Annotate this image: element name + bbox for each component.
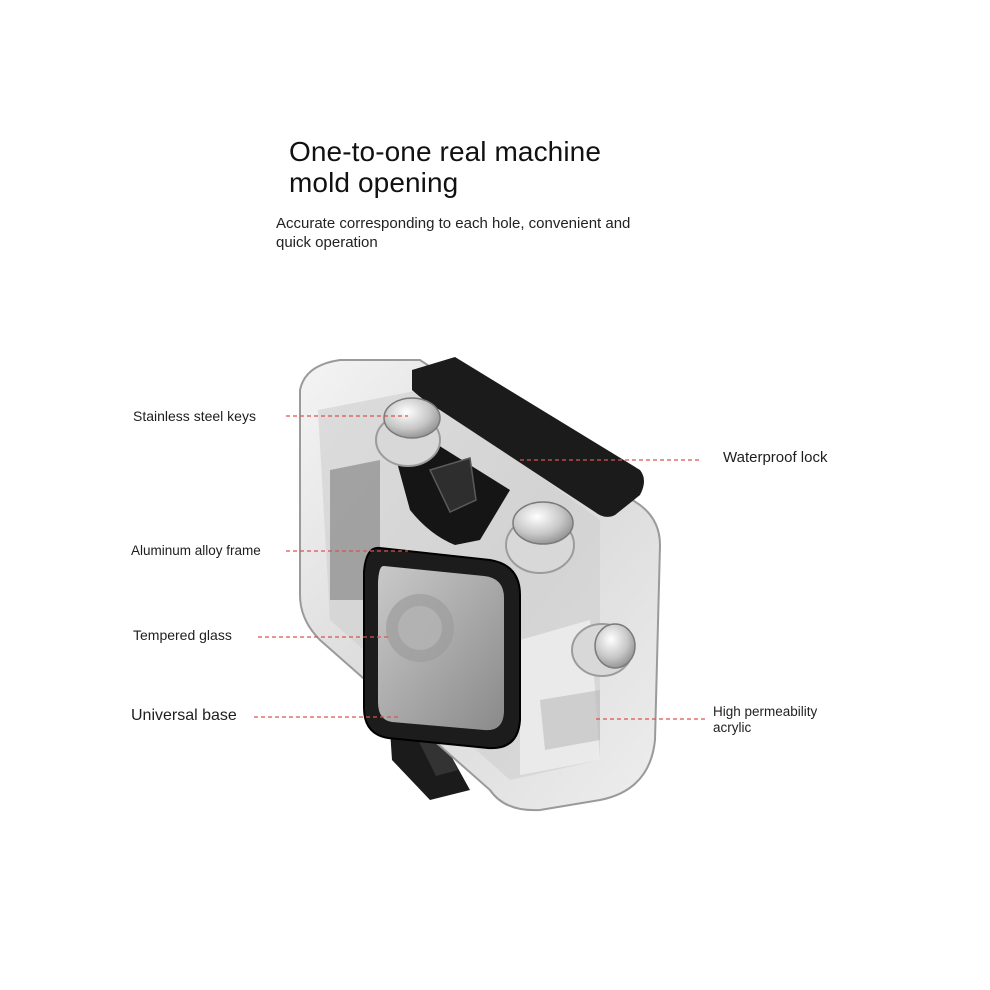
stainless-steel-keys (375, 397, 636, 677)
callout-high-permeability-acrylic: High permeability acrylic (713, 704, 843, 736)
headline: One-to-one real machine mold opening (289, 136, 709, 198)
headline-line-1: One-to-one real machine (289, 136, 602, 167)
callout-acrylic-line-1: High permeability (713, 704, 818, 719)
waterproof-lock (395, 357, 644, 545)
callout-stainless-steel-keys: Stainless steel keys (133, 408, 256, 424)
callout-universal-base: Universal base (131, 707, 237, 724)
callout-waterproof-lock: Waterproof lock (723, 449, 828, 466)
headline-line-2: mold opening (289, 167, 459, 198)
subtext-line-2: quick operation (276, 234, 378, 251)
callout-aluminum-alloy-frame: Aluminum alloy frame (131, 543, 261, 558)
tempered-glass (378, 565, 504, 731)
leader-lines (254, 415, 708, 720)
callout-acrylic-line-2: acrylic (713, 720, 752, 735)
callout-tempered-glass: Tempered glass (133, 627, 232, 643)
subtext: Accurate corresponding to each hole, con… (276, 214, 736, 252)
subtext-line-1: Accurate corresponding to each hole, con… (276, 215, 631, 232)
